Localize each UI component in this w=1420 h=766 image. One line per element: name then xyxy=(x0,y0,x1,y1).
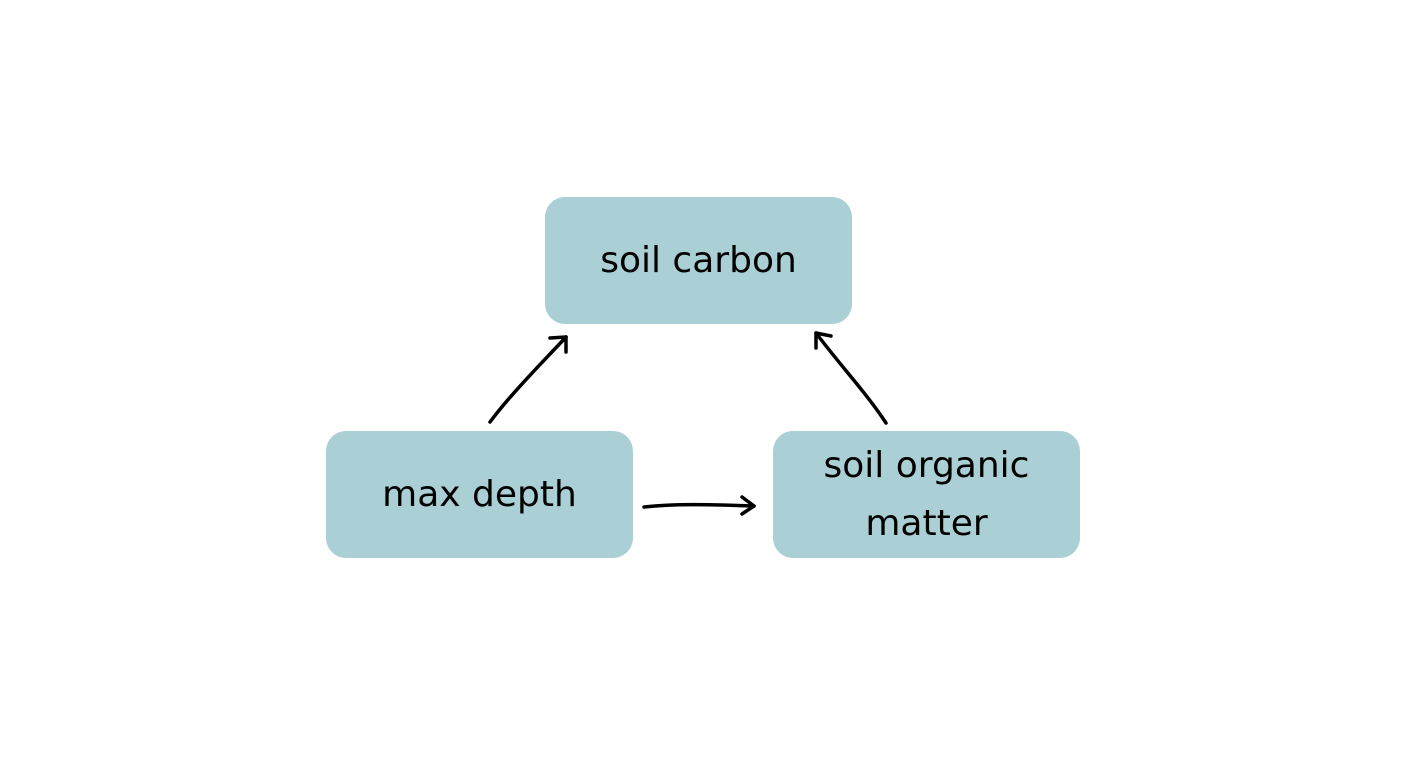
node-label: max depth xyxy=(382,473,577,515)
node-soil-organic-matter: soil organic matter xyxy=(773,431,1080,558)
edge-max-depth-to-soil-carbon xyxy=(488,335,568,424)
node-soil-carbon: soil carbon xyxy=(545,197,852,324)
node-max-depth: max depth xyxy=(326,431,633,558)
node-label: soil carbon xyxy=(600,239,797,281)
node-label: soil organic matter xyxy=(823,444,1030,544)
edge-soil-organic-matter-to-soil-carbon xyxy=(814,331,888,425)
edge-max-depth-to-soil-organic-matter xyxy=(642,495,756,516)
